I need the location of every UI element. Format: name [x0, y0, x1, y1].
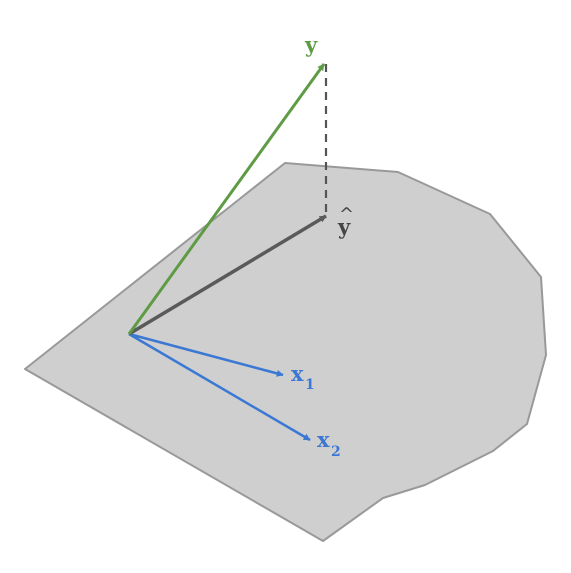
vector-y-hat [128, 214, 327, 336]
vector-x2 [128, 332, 311, 442]
label-x1-subscript: 1 [305, 377, 315, 393]
column-space-plane [24, 162, 547, 542]
label-x1: x [291, 361, 304, 386]
label-y-hat-accent: ^ [339, 204, 354, 225]
label-y-hat: y [337, 214, 351, 239]
label-x2-subscript: 2 [331, 444, 341, 460]
vector-x1 [128, 332, 284, 377]
label-x2: x [317, 427, 330, 452]
vector-y [127, 63, 326, 335]
label-y: y [304, 32, 318, 57]
